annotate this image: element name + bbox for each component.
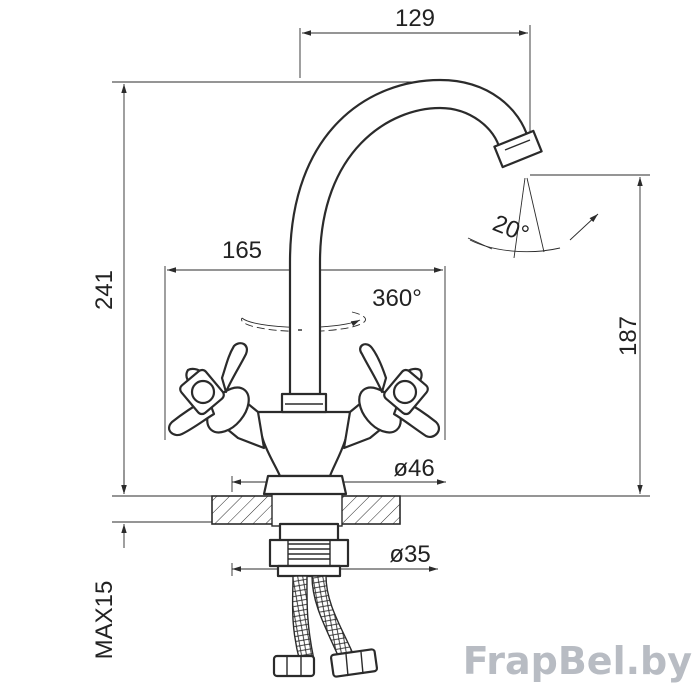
watermark-logo: FrapBel.by xyxy=(463,639,693,683)
label-spout-reach: 129 xyxy=(395,5,435,32)
spout-angle-indicator xyxy=(467,177,599,259)
left-handle xyxy=(167,342,266,450)
label-total-height: 241 xyxy=(91,270,118,310)
supply-hoses xyxy=(272,575,379,678)
dimension-lines xyxy=(121,30,643,576)
label-handle-span: 165 xyxy=(222,237,262,264)
label-max-thickness: MAX15 xyxy=(91,581,118,660)
label-spout-height: 187 xyxy=(615,316,642,356)
label-rotation: 360° xyxy=(372,285,422,312)
mounting-nut xyxy=(268,522,350,578)
faucet-body xyxy=(256,392,352,496)
label-angle: 20° xyxy=(489,210,533,249)
countertop-section xyxy=(211,493,401,527)
right-handle xyxy=(342,343,441,450)
label-thread-diameter: ø35 xyxy=(389,541,430,568)
label-body-diameter: ø46 xyxy=(393,455,434,482)
spout xyxy=(288,78,543,400)
